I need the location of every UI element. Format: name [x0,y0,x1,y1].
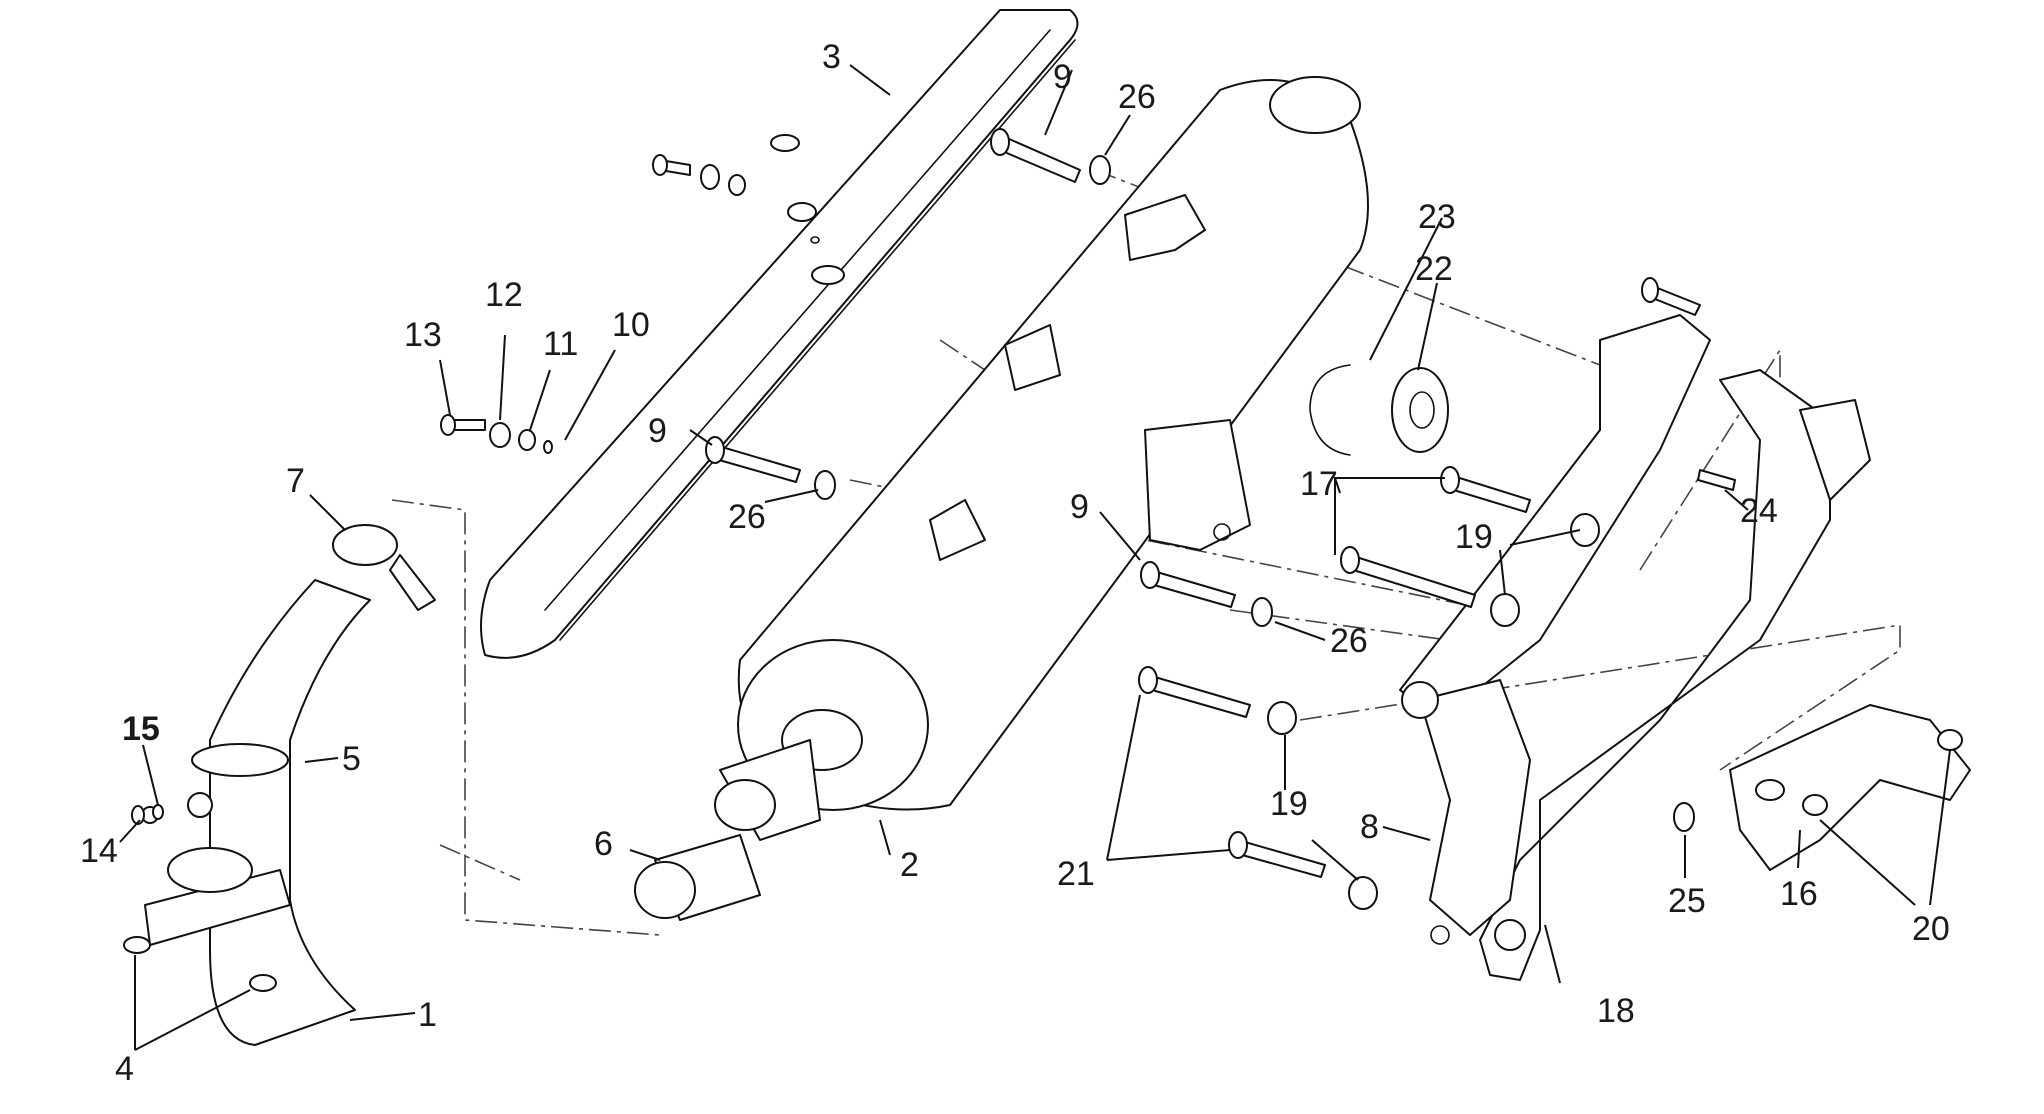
silencer [714,76,1369,841]
callout-26-middle: 26 [728,498,766,536]
callout-26-top: 26 [1118,78,1156,116]
callout-21: 21 [1057,855,1095,893]
callout-24: 24 [1740,492,1778,530]
callout-13: 13 [404,316,442,354]
callout-19-upper: 19 [1455,518,1493,556]
callout-9-middle: 9 [648,412,667,450]
callout-22: 22 [1415,250,1453,288]
callout-3: 3 [822,38,841,76]
callout-25: 25 [1668,882,1706,920]
callout-18: 18 [1597,992,1635,1030]
callout-9-top: 9 [1053,58,1072,96]
callout-labels: 1 2 3 4 5 6 7 8 9 9 9 10 11 12 13 14 15 … [80,38,1950,1088]
fasteners [131,128,1736,910]
callout-15: 15 [122,710,160,748]
heat-shield [480,9,1079,659]
leader-lines [119,64,1951,1051]
sleeve [634,834,761,921]
callout-26-lower: 26 [1330,622,1368,660]
callout-14: 14 [80,832,118,870]
callout-10: 10 [612,306,650,344]
rear-bracket [1729,704,1971,871]
callout-1: 1 [418,996,437,1034]
callout-11: 11 [543,325,578,363]
callout-20: 20 [1912,910,1950,948]
callout-5: 5 [342,740,361,778]
callout-6: 6 [594,825,613,863]
callout-9-lower: 9 [1070,488,1089,526]
callout-7: 7 [286,462,305,500]
exhaust-pipe [123,524,436,1046]
callout-12: 12 [485,276,523,314]
swing-arm-bracket [1399,314,1871,981]
callout-17: 17 [1300,465,1338,503]
callout-23: 23 [1418,198,1456,236]
callout-19-lower: 19 [1270,785,1308,823]
callout-4: 4 [115,1050,134,1088]
callout-2: 2 [900,846,919,884]
callout-16: 16 [1780,875,1818,913]
callout-8: 8 [1360,808,1379,846]
